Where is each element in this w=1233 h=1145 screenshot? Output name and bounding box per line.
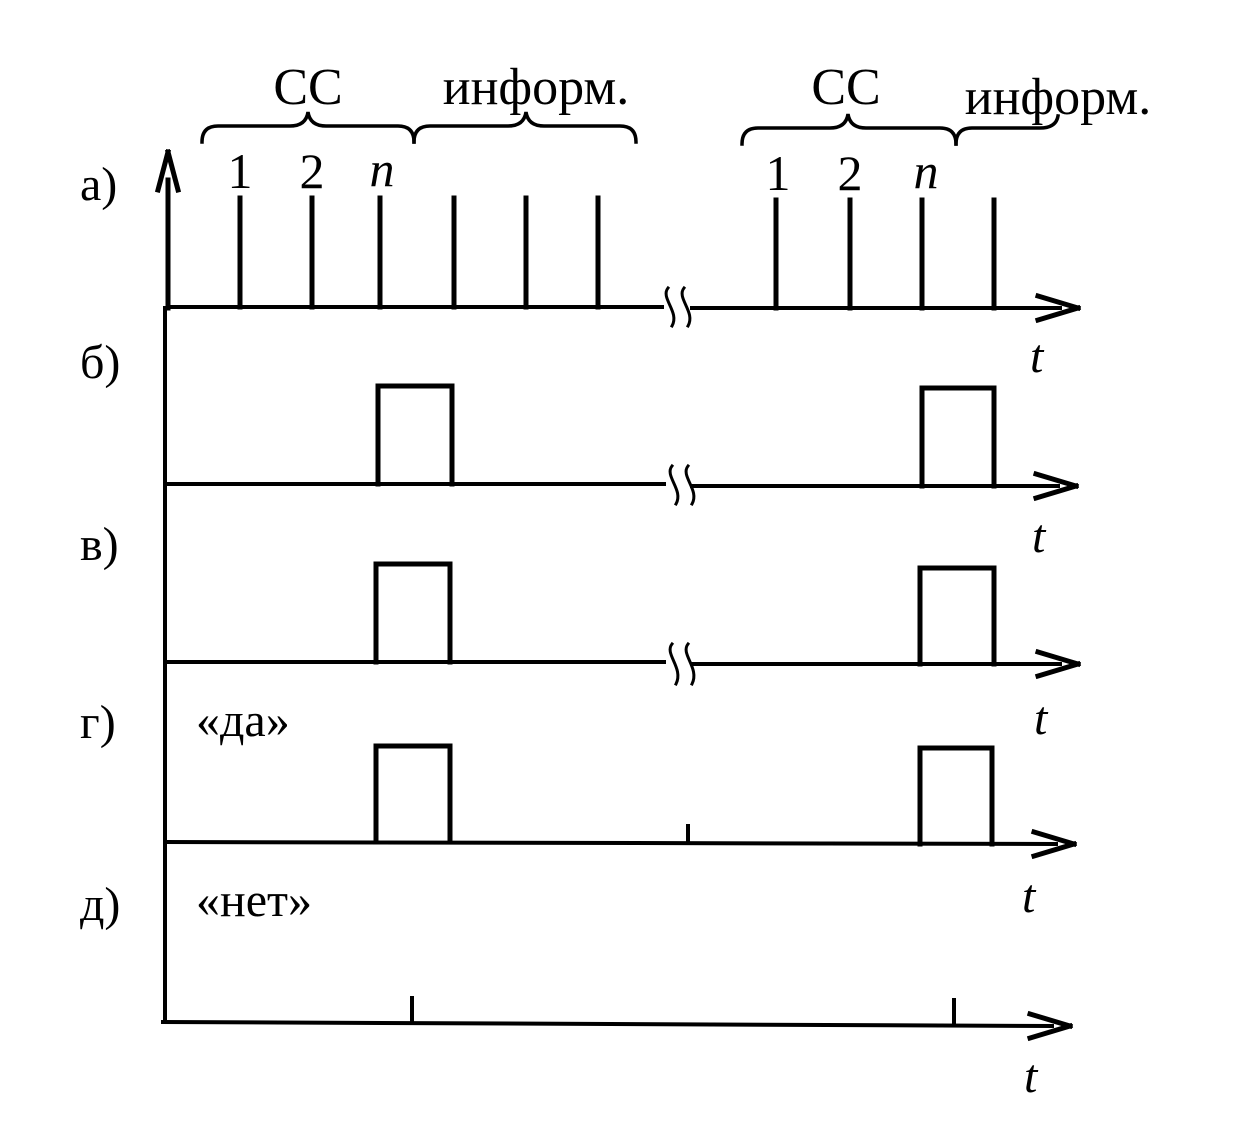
info-label-1: информ.: [443, 59, 629, 116]
axis-label-t-d: t: [1024, 1050, 1039, 1103]
row-label-b: б): [80, 336, 120, 389]
row-g: [162, 743, 1078, 860]
row-b: [163, 383, 1080, 507]
axis-label-t-g: t: [1022, 870, 1037, 923]
row-v-axis-arrow-icon: [1034, 648, 1082, 680]
y-axis: [154, 148, 182, 311]
row-d-axis: [160, 1019, 1055, 1029]
row-a-pulses: [237, 195, 997, 311]
row-g-pulse-2: [917, 745, 995, 847]
row-v-pulse-2: [917, 565, 997, 667]
brace-sync-2: [740, 113, 958, 146]
pulse-index-2b: 2: [838, 145, 863, 201]
pulse-index-1: 1: [228, 143, 253, 199]
pulse-index-nb: n: [914, 143, 939, 199]
row-b-axis-arrow-icon: [1032, 470, 1080, 502]
row-label-d: д): [80, 878, 120, 931]
row-v-break-icon: [668, 641, 696, 687]
row-b-pulse-1: [375, 383, 455, 487]
row-g-axis-arrow-icon: [1030, 828, 1078, 860]
info-label-2: информ.: [965, 69, 1151, 126]
braces: [200, 111, 1061, 146]
row-label-a: а): [80, 158, 117, 211]
pulse-index-2: 2: [300, 143, 325, 199]
row-a-axis-arrow-icon: [1034, 292, 1082, 324]
y-axis-arrow-icon: [154, 148, 182, 194]
sync-label-1: СС: [273, 59, 342, 116]
row-label-v: в): [80, 518, 119, 571]
axis-label-t-b: t: [1032, 510, 1047, 563]
note-no: «нет»: [196, 874, 312, 927]
pulse-index-n: n: [370, 141, 395, 197]
row-a-break-icon: [664, 285, 692, 329]
brace-info-1: [412, 111, 638, 144]
axis-label-t-v: t: [1034, 692, 1049, 745]
brace-sync-1: [200, 111, 416, 144]
row-d: [160, 996, 1074, 1042]
row-b-break-icon: [668, 463, 696, 507]
row-a: [166, 195, 1082, 329]
row-g-axis: [162, 839, 1059, 847]
brace-info-2: [954, 113, 1061, 146]
row-v: [163, 561, 1082, 687]
row-label-g: г): [80, 696, 116, 749]
row-g-pulse-1: [373, 743, 453, 845]
note-yes: «да»: [196, 694, 290, 747]
axis-label-t-a: t: [1030, 330, 1045, 383]
sync-label-2: СС: [811, 59, 880, 116]
row-d-axis-arrow-icon: [1026, 1010, 1074, 1042]
row-v-pulse-1: [373, 561, 453, 665]
row-b-pulse-2: [919, 385, 997, 489]
pulse-index-1b: 1: [766, 145, 791, 201]
